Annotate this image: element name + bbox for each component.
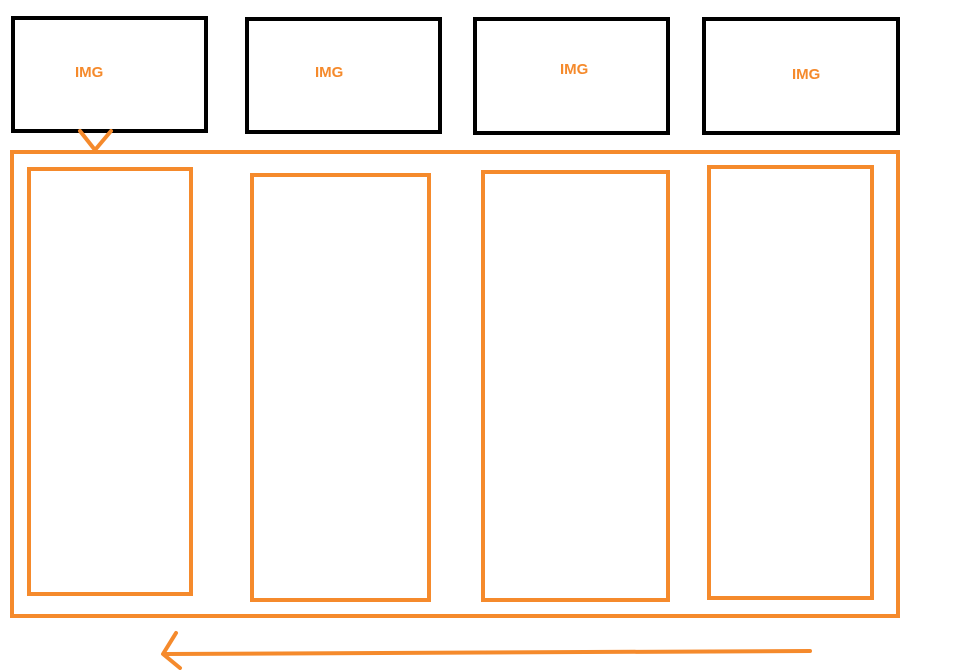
arrow-left-icon [161,631,812,670]
thumbnail-4-label: IMG [792,66,821,83]
thumbnail-2[interactable]: IMG [245,17,442,134]
thumbnail-4[interactable]: IMG [702,17,900,135]
thumbnail-1[interactable]: IMG [11,16,208,133]
panel-column-2[interactable] [250,173,431,602]
thumbnail-3[interactable]: IMG [473,17,670,135]
thumbnail-2-label: IMG [315,64,344,81]
thumbnail-3-label: IMG [560,61,589,78]
panel-column-1[interactable] [27,167,193,596]
panel-column-3[interactable] [481,170,670,602]
expanded-panel [10,150,900,618]
thumbnail-1-label: IMG [75,64,104,81]
chevron-down-icon [78,129,113,152]
panel-column-4[interactable] [707,165,874,600]
